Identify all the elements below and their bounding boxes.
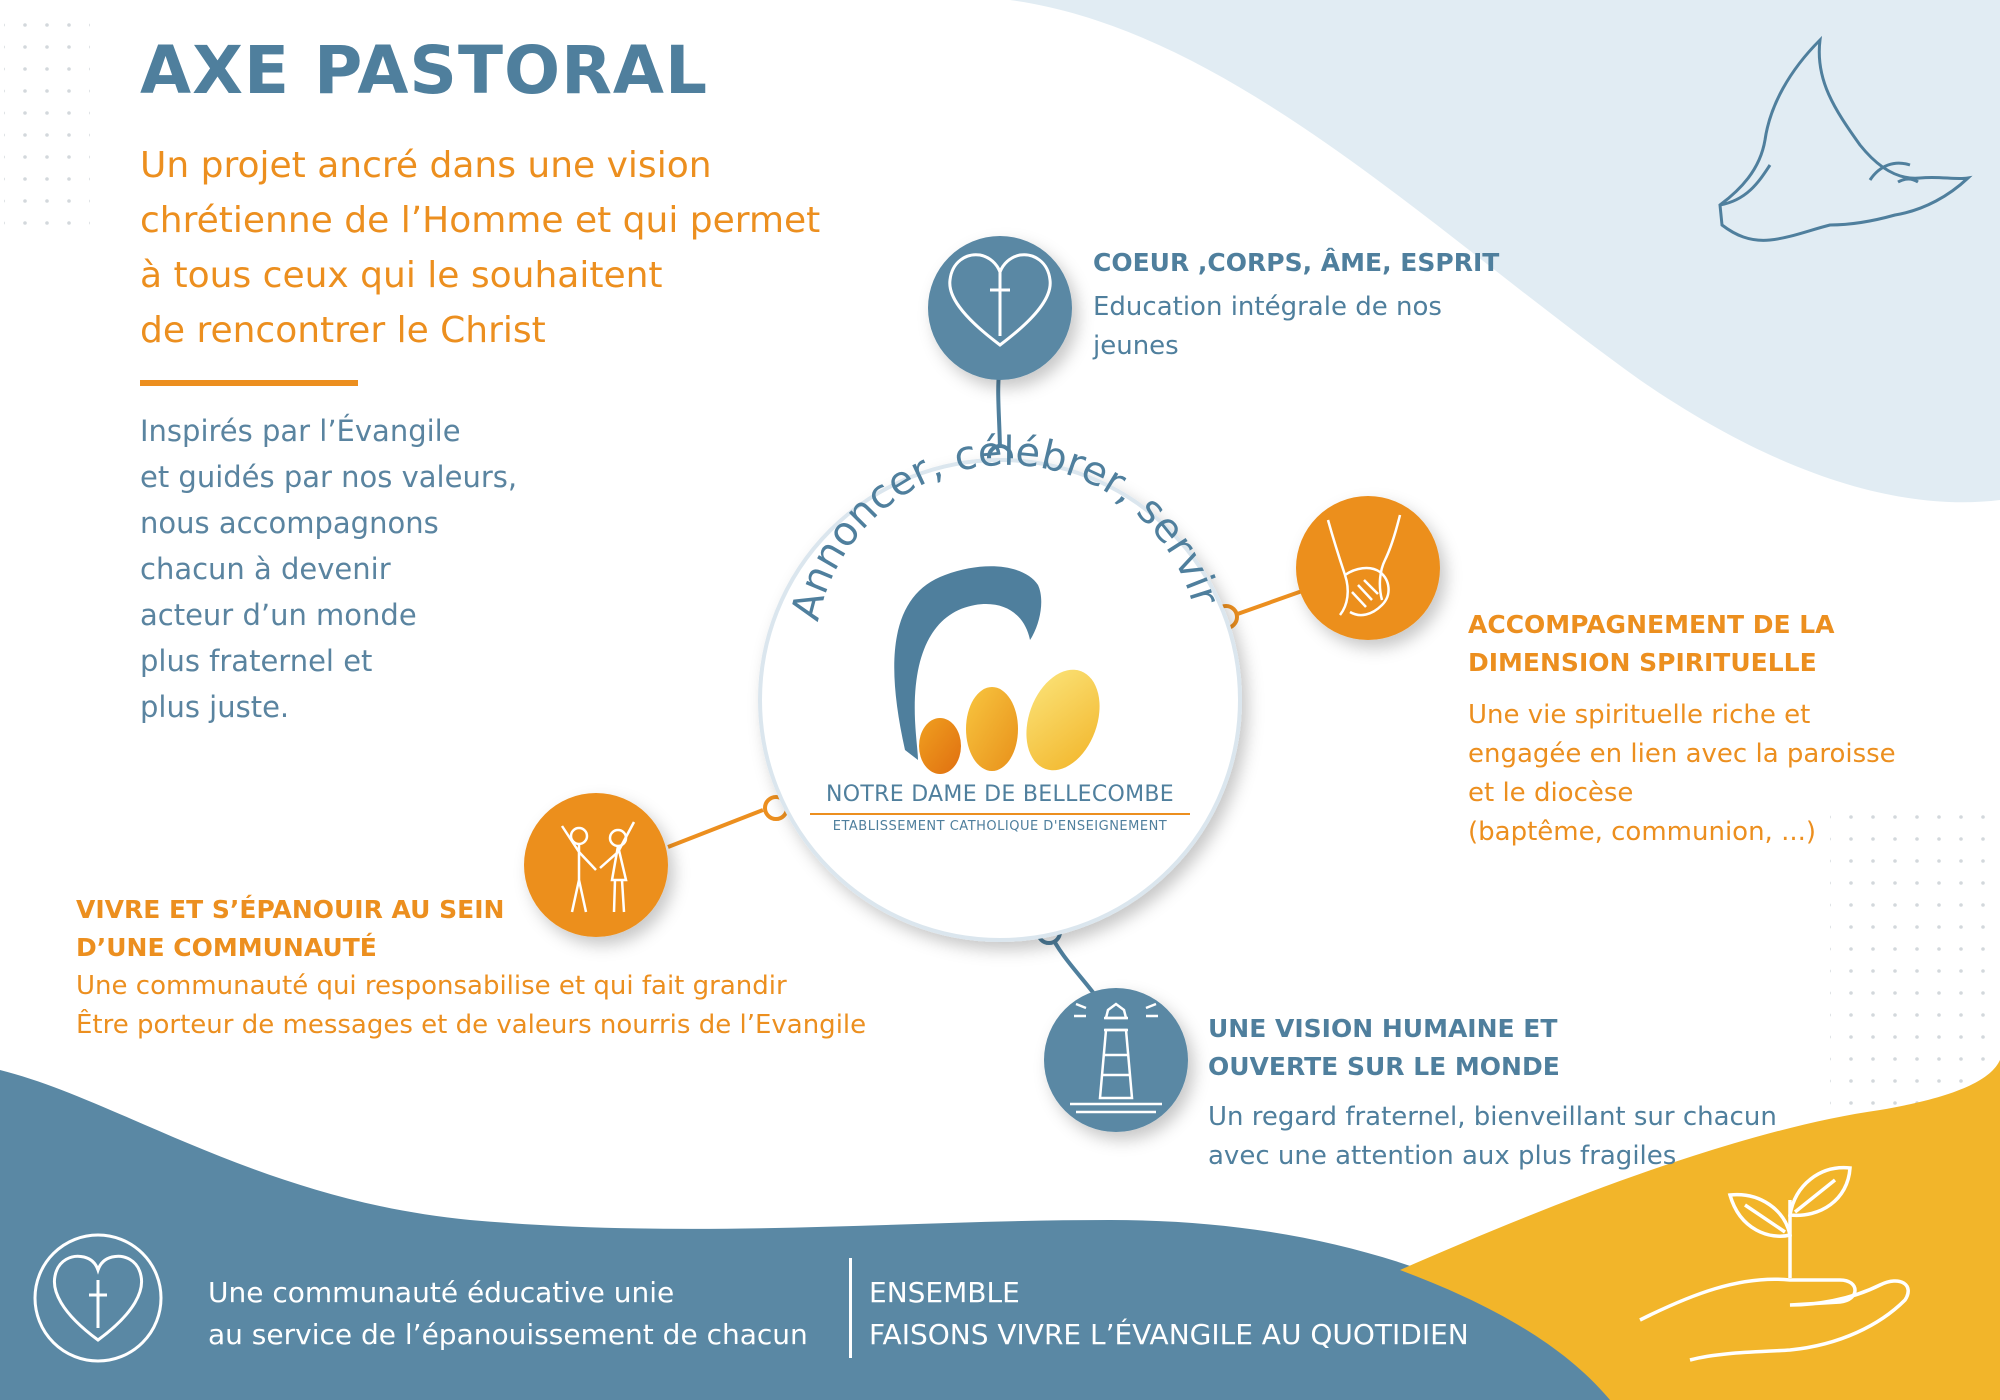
school-name: NOTRE DAME DE BELLECOMBE (826, 782, 1174, 807)
intro-line: plus juste. (140, 690, 290, 724)
page-title: AXE PASTORAL (140, 32, 709, 109)
subtitle-line: de rencontrer le Christ (140, 310, 546, 351)
yellow-bottom-wave (1400, 1060, 2000, 1400)
pillar-spirituel-heading: DIMENSION SPIRITUELLE (1468, 648, 1817, 677)
intro-paragraph: Inspirés par l’Évangile et guidés par no… (140, 408, 517, 730)
pillar-spirituel-line: Une vie spirituelle riche et (1468, 700, 1811, 730)
pillar-coeur-heading: COEUR ,CORPS, ÂME, ESPRIT (1093, 248, 1500, 277)
school-logo-mark (894, 566, 1100, 774)
pillar-communaute-line: Être porteur de messages et de valeurs n… (76, 1010, 867, 1040)
light-blue-wave (1010, 0, 2000, 503)
pillar-communaute-text: VIVRE ET S’ÉPANOUIR AU SEIN D’UNE COMMUN… (76, 891, 866, 1045)
footer-right-text: ENSEMBLE FAISONS VIVRE L’ÉVANGILE AU QUO… (869, 1272, 1469, 1356)
pillar-vision-heading: UNE VISION HUMAINE ET (1208, 1014, 1558, 1043)
pillar-coeur-circle (928, 236, 1072, 380)
school-name-rule (810, 813, 1190, 815)
footer-left-line: Une communauté éducative unie (208, 1276, 675, 1309)
footer-right-line: FAISONS VIVRE L’ÉVANGILE AU QUOTIDIEN (869, 1318, 1469, 1351)
pillar-spirituel-circle (1296, 496, 1440, 640)
pillar-coeur-line: jeunes (1093, 331, 1179, 361)
subtitle-line: à tous ceux qui le souhaitent (140, 255, 663, 296)
title-divider (140, 380, 358, 386)
pillar-communaute-heading: VIVRE ET S’ÉPANOUIR AU SEIN (76, 895, 505, 924)
pillar-vision-heading: OUVERTE SUR LE MONDE (1208, 1052, 1560, 1081)
footer-separator (849, 1258, 852, 1358)
intro-line: chacun à devenir (140, 552, 391, 586)
pillar-coeur-line: Education intégrale de nos (1093, 292, 1442, 322)
dove-icon (1718, 35, 1973, 242)
plant-in-hand-icon (1639, 1166, 1910, 1362)
blue-bottom-wave (0, 1070, 1660, 1400)
footer-left-line: au service de l’épanouissement de chacun (208, 1318, 808, 1351)
pillar-spirituel-line: engagée en lien avec la paroisse (1468, 739, 1896, 769)
subtitle-line: Un projet ancré dans une vision (140, 145, 712, 186)
intro-line: et guidés par nos valeurs, (140, 460, 518, 494)
pillar-vision-line: avec une attention aux plus fragiles (1208, 1141, 1677, 1171)
intro-line: acteur d’un monde (140, 598, 417, 632)
pillar-vision-text: UNE VISION HUMAINE ET OUVERTE SUR LE MON… (1208, 1010, 1777, 1176)
heart-cross-icon (948, 253, 1052, 347)
pillar-communaute-heading: D’UNE COMMUNAUTÉ (76, 933, 377, 962)
intro-line: nous accompagnons (140, 506, 439, 540)
pillar-vision-line: Un regard fraternel, bienveillant sur ch… (1208, 1102, 1777, 1132)
page-subtitle: Un projet ancré dans une vision chrétien… (140, 138, 900, 358)
subtitle-line: chrétienne de l’Homme et qui permet (140, 200, 821, 241)
intro-line: plus fraternel et (140, 644, 373, 678)
school-subtitle: ETABLISSEMENT CATHOLIQUE D'ENSEIGNEMENT (832, 819, 1168, 834)
pillar-spirituel-heading: ACCOMPAGNEMENT DE LA (1468, 610, 1835, 639)
pillar-coeur-text: COEUR ,CORPS, ÂME, ESPRIT Education inté… (1093, 244, 1499, 366)
footer-right-line: ENSEMBLE (869, 1276, 1020, 1309)
dots-top-left (4, 20, 90, 240)
children-icon (560, 821, 636, 913)
dots-right (1830, 810, 2000, 1110)
footer-left-text: Une communauté éducative unie au service… (208, 1272, 808, 1356)
footer-heart-icon (33, 1233, 163, 1363)
pillar-vision-circle (1044, 988, 1188, 1132)
pillar-spirituel-text: ACCOMPAGNEMENT DE LA DIMENSION SPIRITUEL… (1468, 606, 1896, 852)
pillar-spirituel-line: et le diocèse (1468, 778, 1634, 808)
pillar-spirituel-line: (baptême, communion, ...) (1468, 817, 1817, 847)
pillar-communaute-line: Une communauté qui responsabilise et qui… (76, 971, 787, 1001)
lighthouse-icon (1070, 1002, 1162, 1114)
holding-hands-icon (1326, 514, 1402, 617)
pillar-communaute-circle (524, 793, 668, 937)
intro-line: Inspirés par l’Évangile (140, 414, 461, 448)
